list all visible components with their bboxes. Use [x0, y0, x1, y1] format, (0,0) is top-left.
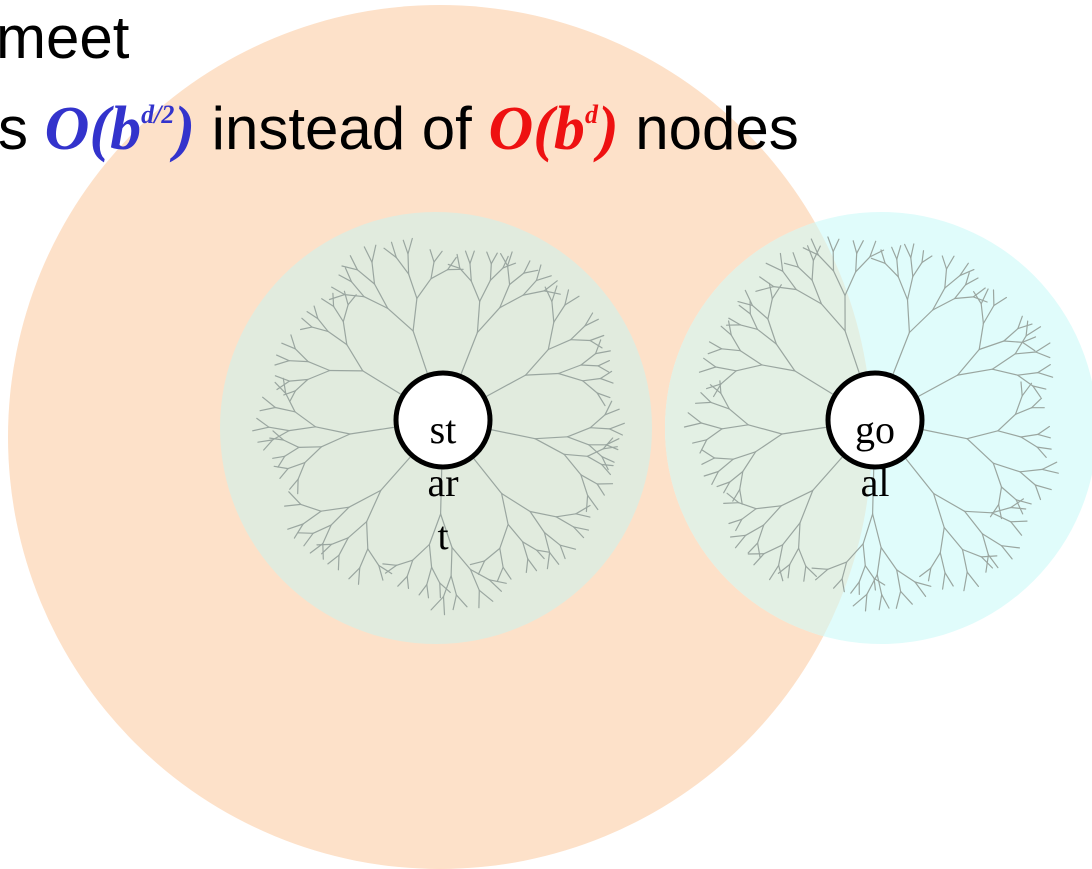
- bigo-half-base: O(b: [44, 95, 142, 163]
- line2-prefix: s: [0, 95, 45, 162]
- start-node-label: start: [427, 407, 459, 558]
- bigo-half-close: ): [174, 95, 195, 163]
- bullet-line-complexity: s O(bd/2) instead of O(bd) nodes: [0, 98, 799, 160]
- line2-suffix: nodes: [618, 95, 799, 162]
- goal-node: [825, 370, 925, 470]
- bigo-full-close: ): [597, 95, 619, 163]
- bidirectional-complexity: O(bd/2): [45, 95, 195, 163]
- start-node: [393, 370, 493, 470]
- bigo-full-exponent: d: [584, 100, 598, 129]
- unidirectional-complexity: O(bd): [489, 95, 619, 163]
- goal-node-label: goal: [855, 407, 895, 505]
- start-search-tree: [252, 237, 625, 616]
- goal-search-tree: [683, 236, 1059, 612]
- bullet-line-meet: meet: [0, 4, 130, 71]
- line2-middle: instead of: [194, 95, 489, 162]
- bigo-full-base: O(b: [488, 95, 585, 163]
- bigo-half-exponent: d/2: [141, 100, 175, 129]
